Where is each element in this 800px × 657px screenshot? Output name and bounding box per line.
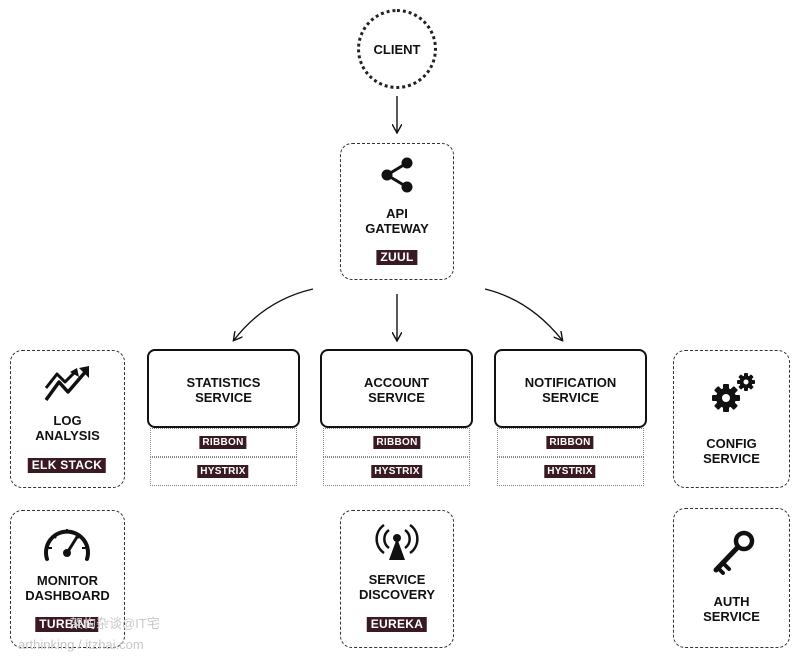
statistics-ribbon-tag: RIBBON — [199, 436, 247, 449]
log-analysis-label: LOG ANALYSIS — [35, 413, 100, 443]
gauge-icon — [44, 529, 90, 561]
account-service-label: ACCOUNT SERVICE — [364, 375, 429, 405]
key-icon — [713, 530, 755, 575]
statistics-service-label: STATISTICS SERVICE — [186, 375, 261, 405]
arrow-gateway-to-notification — [484, 288, 562, 340]
service-discovery-box — [340, 510, 454, 648]
config-service-label: CONFIG SERVICE — [703, 436, 760, 466]
antenna-icon — [375, 523, 419, 560]
account-ribbon-row — [323, 428, 470, 457]
elk-stack-tag: ELK STACK — [27, 458, 107, 473]
statistics-service-box — [147, 349, 300, 428]
zuul-tag: ZUUL — [376, 250, 418, 265]
statistics-ribbon-row — [150, 428, 297, 457]
account-service-box — [320, 349, 473, 428]
watermark-line2: arthinking / itzhai.com — [18, 637, 144, 652]
monitor-dashboard-box — [10, 510, 125, 648]
account-hystrix-tag: HYSTRIX — [371, 465, 423, 478]
auth-service-box — [673, 508, 790, 648]
auth-service-label: AUTH SERVICE — [703, 594, 760, 624]
log-analysis-box — [10, 350, 125, 488]
notification-service-label: NOTIFICATION SERVICE — [524, 375, 617, 405]
statistics-hystrix-row — [150, 457, 297, 486]
api-gateway-label: API GATEWAY — [365, 206, 429, 236]
api-gateway-box — [340, 143, 454, 280]
turbine-tag: TURBINE — [35, 617, 99, 632]
notification-hystrix-tag: HYSTRIX — [544, 465, 596, 478]
gears-icon — [712, 373, 755, 412]
notification-service-box — [494, 349, 647, 428]
share-icon — [381, 157, 413, 193]
client-label: CLIENT — [373, 42, 421, 57]
config-service-box — [673, 350, 790, 488]
account-ribbon-tag: RIBBON — [373, 436, 421, 449]
watermark-line1: 架构杂谈@IT宅 — [70, 616, 160, 631]
notification-hystrix-row — [497, 457, 644, 486]
monitor-dashboard-label: MONITOR DASHBOARD — [25, 573, 110, 603]
notification-ribbon-tag: RIBBON — [546, 436, 594, 449]
eureka-tag: EUREKA — [366, 617, 428, 632]
service-discovery-label: SERVICE DISCOVERY — [358, 572, 436, 602]
statistics-hystrix-tag: HYSTRIX — [197, 465, 249, 478]
notification-ribbon-row — [497, 428, 644, 457]
trend-chart-icon — [44, 366, 89, 402]
account-hystrix-row — [323, 457, 470, 486]
client-node — [357, 9, 437, 89]
arrow-gateway-to-statistics — [234, 288, 314, 340]
